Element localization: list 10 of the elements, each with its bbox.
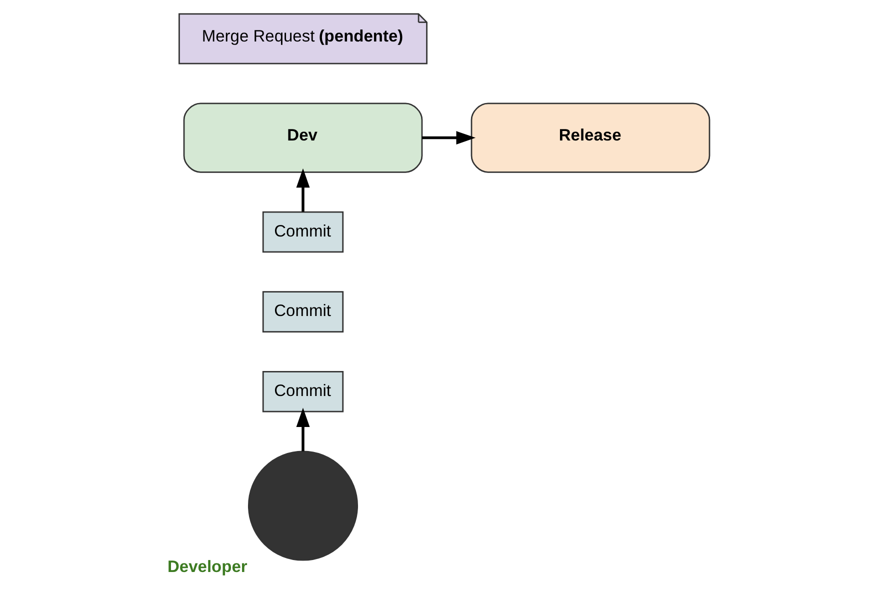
- node-box: Commit: [262, 211, 344, 253]
- arrow: [296, 408, 310, 452]
- arrow: [296, 168, 310, 212]
- node-box: Commit: [262, 370, 344, 412]
- node-label: Developer: [168, 558, 248, 576]
- node-circle: [248, 450, 358, 561]
- node-box: Release: [470, 102, 710, 173]
- node-box: Commit: [262, 291, 344, 332]
- node-box: Dev: [183, 102, 423, 173]
- arrow: [422, 131, 476, 145]
